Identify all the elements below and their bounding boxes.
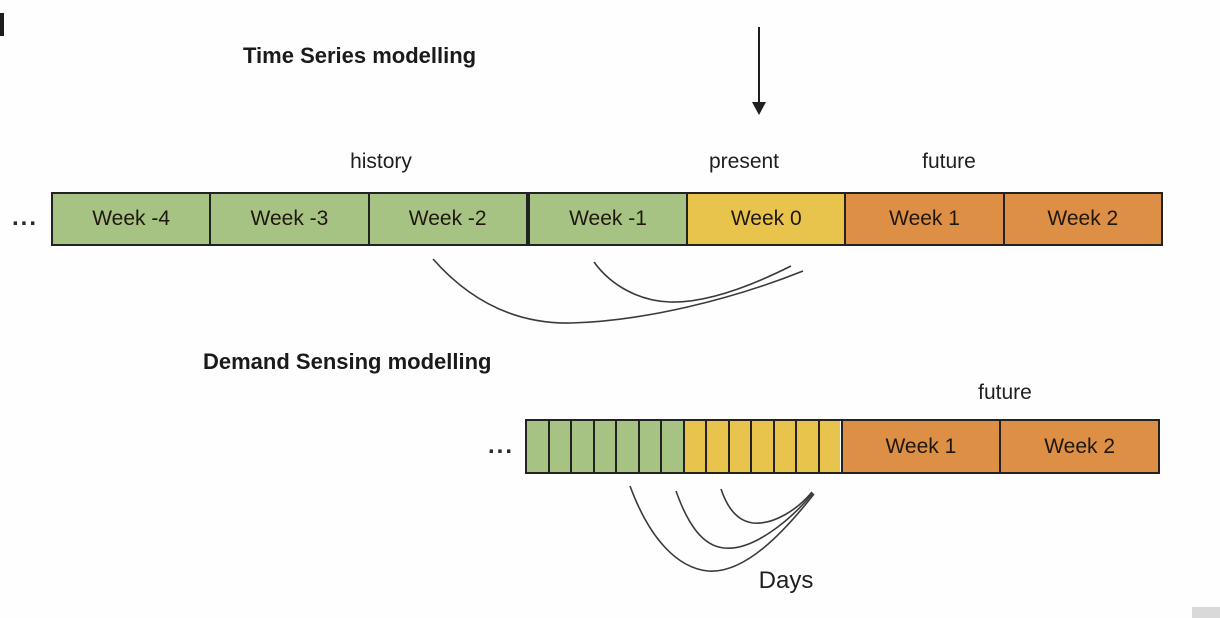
continuation-ellipsis-bottom: ...: [488, 432, 515, 459]
day-cell-history: [527, 421, 550, 472]
aggregation-curve-top-long: [432, 258, 804, 324]
aggregation-curve-top-short: [593, 261, 792, 303]
week-cell-history: Week -1: [529, 194, 689, 244]
day-cell-present: [774, 421, 798, 472]
day-cell-history: [572, 421, 595, 472]
aggregation-curve-bottom-short: [720, 488, 813, 524]
day-cell-history: [617, 421, 640, 472]
present-label: present: [708, 150, 780, 173]
aggregation-curve-bottom-long: [629, 485, 815, 572]
day-cell-present: [684, 421, 708, 472]
demand-sensing-title: Demand Sensing modelling: [203, 349, 492, 374]
day-cell-present: [752, 421, 775, 472]
day-cell-history: [594, 421, 618, 472]
day-cell-present: [707, 421, 730, 472]
week-block-future: Week 2: [1001, 421, 1158, 472]
week-cell-history: Week -2: [369, 194, 530, 244]
continuation-ellipsis-top: ...: [12, 204, 39, 231]
history-label: history: [350, 150, 412, 173]
corner-patch: [1192, 607, 1220, 618]
week-cell-history: Week -4: [53, 194, 212, 244]
day-cell-present: [819, 421, 841, 472]
day-cell-history: [549, 421, 573, 472]
daily-timeline-row: Week 1 Week 2: [525, 419, 1160, 474]
week-cell-history: Week -3: [211, 194, 370, 244]
present-arrowhead: [752, 102, 766, 115]
weekly-timeline-row: Week -4 Week -3 Week -2 Week -1 Week 0 W…: [51, 192, 1163, 246]
day-cell-present: [729, 421, 753, 472]
aggregation-curve-bottom-mid: [675, 490, 814, 549]
day-strip: [527, 421, 843, 472]
week-cell-future: Week 2: [1004, 194, 1161, 244]
future-label-top: future: [922, 150, 976, 173]
week-cell-present: Week 0: [688, 194, 847, 244]
week-cell-future: Week 1: [846, 194, 1005, 244]
future-label-bottom: future: [978, 381, 1032, 404]
time-series-title: Time Series modelling: [243, 43, 477, 68]
week-block-future: Week 1: [842, 421, 1002, 472]
day-cell-history: [639, 421, 663, 472]
days-label: Days: [758, 567, 814, 594]
day-cell-present: [797, 421, 820, 472]
edge-artifact: [0, 13, 4, 36]
day-cell-history: [662, 421, 685, 472]
